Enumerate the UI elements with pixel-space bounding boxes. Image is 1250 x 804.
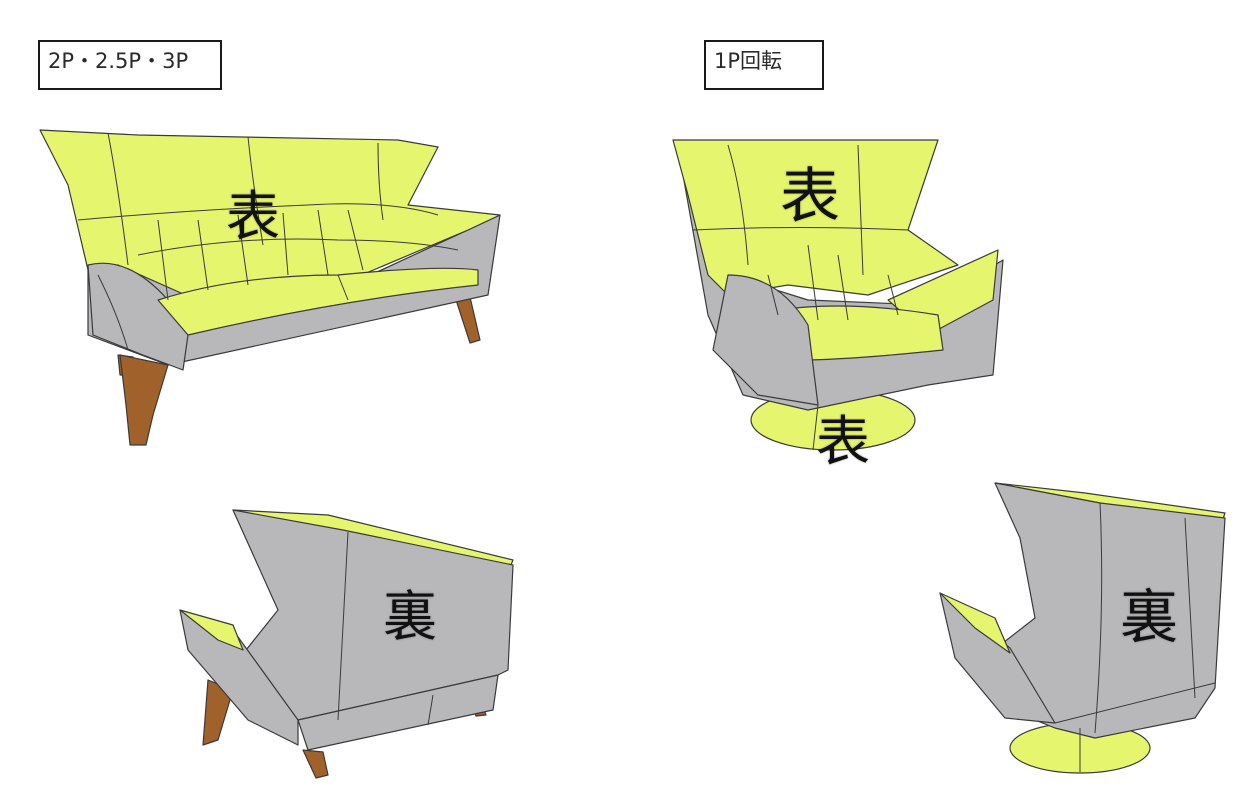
front-side-label: 表: [226, 185, 280, 248]
chair-back-icon: [939, 482, 1226, 774]
chair-back-illustration: 裏: [935, 478, 1230, 774]
sofa-back-illustration: 裏: [178, 500, 518, 780]
group-label-text: 2P・2.5P・3P: [48, 49, 189, 73]
group-label-2p-2.5p-3p: 2P・2.5P・3P: [38, 40, 222, 90]
front-side-label: 表: [780, 162, 840, 232]
base-front-side-label: 表: [816, 410, 870, 473]
sofa-front-illustration: 表: [38, 125, 508, 455]
back-side-label: 裏: [383, 585, 437, 648]
chair-front-illustration: 表 表: [668, 135, 1008, 480]
back-side-label: 裏: [1120, 583, 1179, 651]
group-label-1p-swivel: 1P回転: [704, 40, 824, 90]
sofa-back-icon: [179, 509, 514, 779]
sofa-front-icon: [39, 129, 501, 446]
group-label-text: 1P回転: [714, 49, 783, 73]
chair-front-icon: [672, 139, 1004, 451]
